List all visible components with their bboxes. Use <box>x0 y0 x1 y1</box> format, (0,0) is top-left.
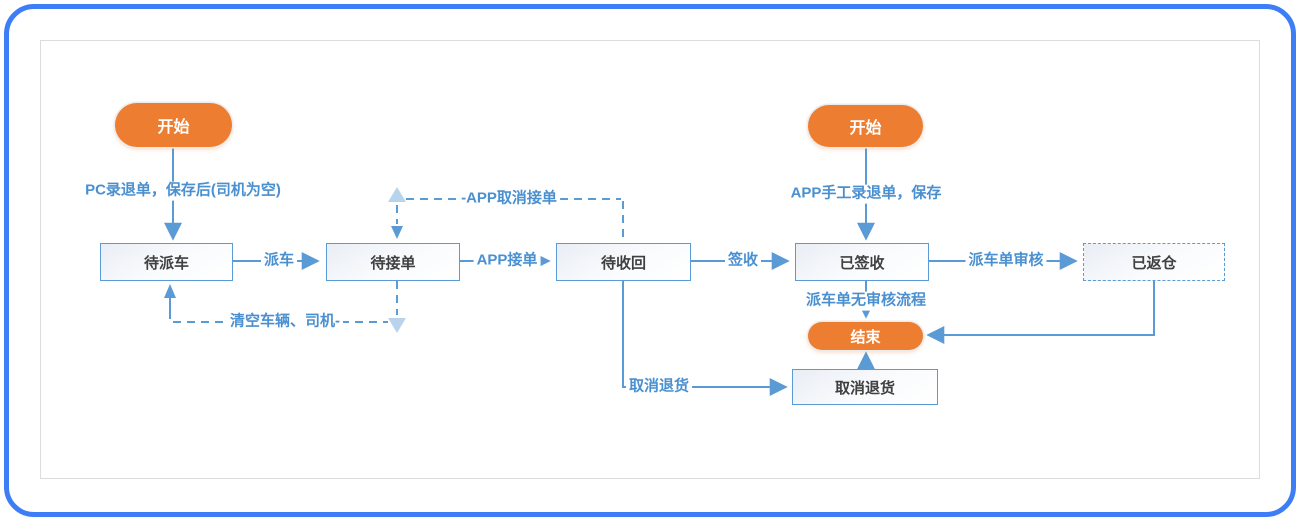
edge-label-clear-vehicle: 清空车辆、司机- <box>227 312 343 332</box>
edge-label-app-accept: APP接单 <box>473 251 541 271</box>
edge-waitrecover-to-cancelbox <box>622 281 788 396</box>
state-box-wait-accept: 待接单 <box>326 243 460 281</box>
state-box-signed: 已签收 <box>795 243 929 281</box>
edge-label-pc-record: PC录退单，保存后(司机为空) <box>82 181 284 201</box>
light-arrow-down-icon <box>388 318 406 333</box>
arrowhead-into-waitdispatch-bottom <box>164 284 176 298</box>
state-box-wait-dispatch: 待派车 <box>100 243 233 281</box>
edge-label-sign: 签收 <box>724 251 762 271</box>
edge-label-cancel-return: 取消退货 <box>625 377 693 397</box>
edge-returned-to-end <box>926 281 1155 344</box>
start-node-left: 开始 <box>115 103 232 147</box>
edge-label-no-audit: 派车单无审核流程 <box>802 291 930 311</box>
arrowhead-into-waitaccept-top <box>391 226 403 239</box>
end-node: 结束 <box>808 322 923 350</box>
edge-label-dispatch: 派车 <box>260 251 298 271</box>
state-box-cancel-return: 取消退货 <box>792 369 938 405</box>
start-node-right: 开始 <box>808 105 923 147</box>
edge-label-dispatch-audit: 派车单审核 <box>965 251 1047 271</box>
edge-label-app-cancel: -APP取消接单 <box>458 189 560 209</box>
state-box-wait-recover: 待收回 <box>556 243 691 281</box>
state-box-returned: 已返仓 <box>1083 243 1225 281</box>
edge-label-app-manual: APP手工录退单，保存 <box>787 184 945 204</box>
light-arrow-up-icon <box>388 187 406 202</box>
diagram-canvas <box>40 40 1260 479</box>
